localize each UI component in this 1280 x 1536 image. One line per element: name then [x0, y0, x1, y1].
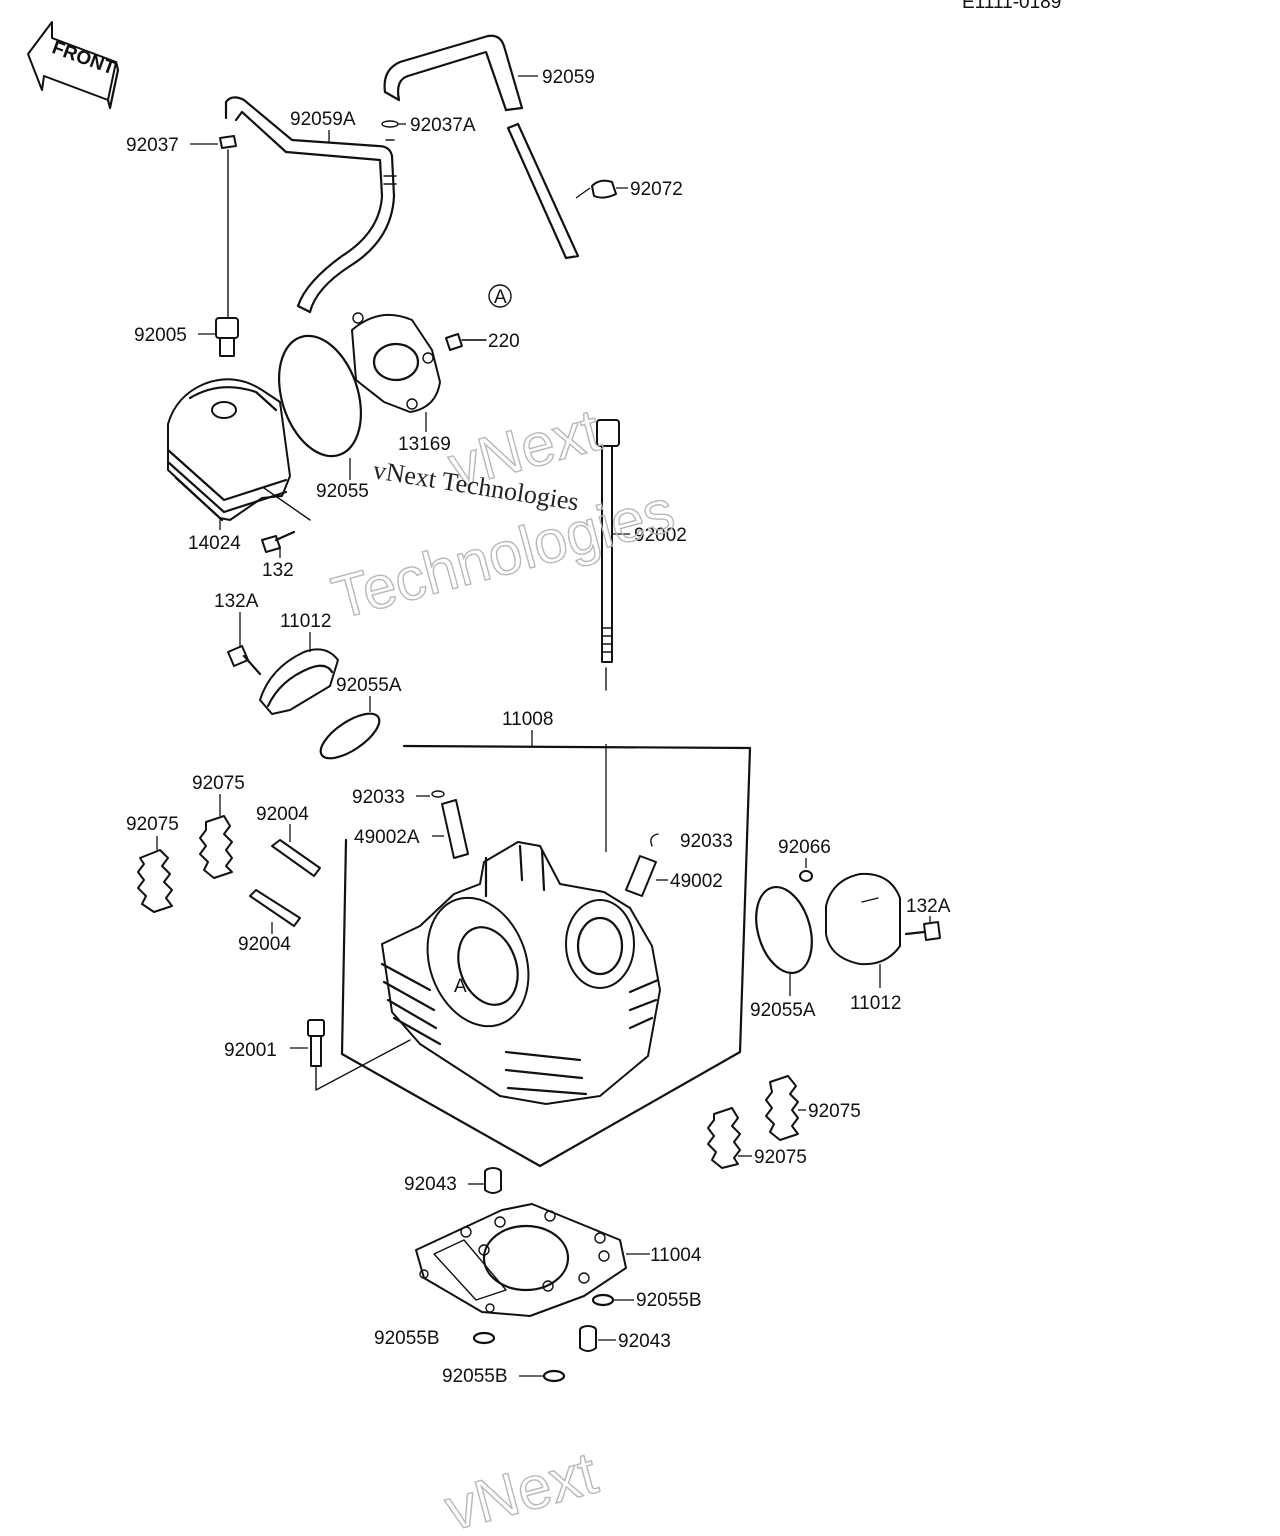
label-92033-right: 92033: [680, 831, 733, 852]
front-arrow-icon: FRONT: [27, 21, 120, 110]
bolt-220-icon: [445, 333, 487, 351]
drawing-code: E1111-0189: [962, 0, 1061, 13]
label-92033-left: 92033: [352, 787, 405, 808]
label-92075-d: 92075: [754, 1147, 807, 1168]
plate-13169: [351, 312, 441, 413]
o-ring-92055B-right: [591, 1293, 615, 1307]
ref-mark-a-circle: A: [488, 284, 512, 308]
damper-92075-a: [137, 849, 173, 913]
label-92075-c: 92075: [808, 1101, 861, 1122]
damper-92075-d: [707, 1107, 741, 1169]
o-ring-92055B-bottom: [542, 1369, 566, 1383]
breather-hose-92059A: [224, 96, 396, 314]
label-92037: 92037: [126, 135, 179, 156]
label-92055A-left: 92055A: [336, 675, 402, 696]
label-11008: 11008: [502, 709, 553, 730]
label-92002: 92002: [634, 525, 687, 546]
label-92004-bottom: 92004: [238, 934, 291, 955]
dowel-92043-top: [484, 1167, 502, 1194]
label-92075-a: 92075: [126, 814, 179, 835]
cap-11012-left: [259, 648, 339, 715]
label-92059A: 92059A: [290, 109, 356, 130]
label-11004: 11004: [650, 1245, 702, 1266]
label-92055B-left: 92055B: [374, 1328, 440, 1349]
cylinder-head-11008: A: [340, 744, 752, 1168]
clamp-92037-icon: [219, 135, 237, 319]
stud-bolt-92002: [596, 419, 620, 691]
dowel-92043-bottom: [579, 1325, 597, 1352]
clamp-92072-icon: [591, 179, 617, 199]
label-92004-top: 92004: [256, 804, 309, 825]
label-14024: 14024: [188, 533, 241, 554]
label-49002: 49002: [670, 871, 723, 892]
damper-92075-c: [765, 1075, 799, 1141]
clip-92037A-icon: [381, 120, 399, 185]
label-11012-left: 11012: [280, 611, 331, 632]
label-92001: 92001: [224, 1040, 277, 1061]
bolt-132A-right-icon: [904, 921, 941, 941]
label-11012-right: 11012: [850, 993, 901, 1014]
label-92055B-bottom: 92055B: [442, 1366, 508, 1387]
o-ring-92055A-right: [755, 886, 813, 974]
label-220: 220: [488, 331, 520, 352]
svg-text:A: A: [494, 287, 507, 308]
bolt-132A-left-icon: [227, 645, 262, 676]
leader-lines: [156, 75, 931, 1377]
label-132: 132: [262, 560, 294, 581]
stud-92004-bottom: [249, 889, 301, 927]
label-132A-right: 132A: [906, 896, 951, 917]
label-92005: 92005: [134, 325, 187, 346]
damper-92075-b: [199, 815, 233, 879]
label-92066: 92066: [778, 837, 831, 858]
label-92072: 92072: [630, 179, 683, 200]
label-132A-left: 132A: [214, 591, 259, 612]
watermark-bottom: vNext: [438, 1439, 604, 1536]
valve-guide-49002: [625, 833, 659, 897]
bolt-132-icon: [261, 530, 296, 553]
cap-11012-right: [825, 872, 901, 966]
o-ring-92055B-left: [472, 1331, 496, 1345]
fitting-92005: [215, 317, 239, 357]
label-92055A-right: 92055A: [750, 1000, 816, 1021]
label-13169: 13169: [398, 434, 451, 455]
bolt-92001: [307, 1019, 411, 1091]
label-49002A: 49002A: [354, 827, 420, 848]
label-92059: 92059: [542, 67, 595, 88]
label-92075-b: 92075: [192, 773, 245, 794]
breather-hose-92059: [383, 34, 580, 260]
label-92037A: 92037A: [410, 115, 476, 136]
stud-92004-top: [271, 839, 321, 877]
ref-mark-a-head: A: [454, 976, 467, 997]
head-gasket-11004: [415, 1203, 627, 1317]
label-92043-bottom: 92043: [618, 1331, 671, 1352]
label-92055: 92055: [316, 481, 369, 502]
o-ring-92055A-left: [319, 712, 381, 760]
plug-92066-icon: [799, 870, 813, 882]
label-92055B-right: 92055B: [636, 1290, 702, 1311]
cylinder-head-cover-14024: [166, 378, 311, 522]
o-ring-92055: [277, 334, 363, 458]
valve-guide-49002A: [431, 790, 469, 859]
label-92043-top: 92043: [404, 1174, 457, 1195]
